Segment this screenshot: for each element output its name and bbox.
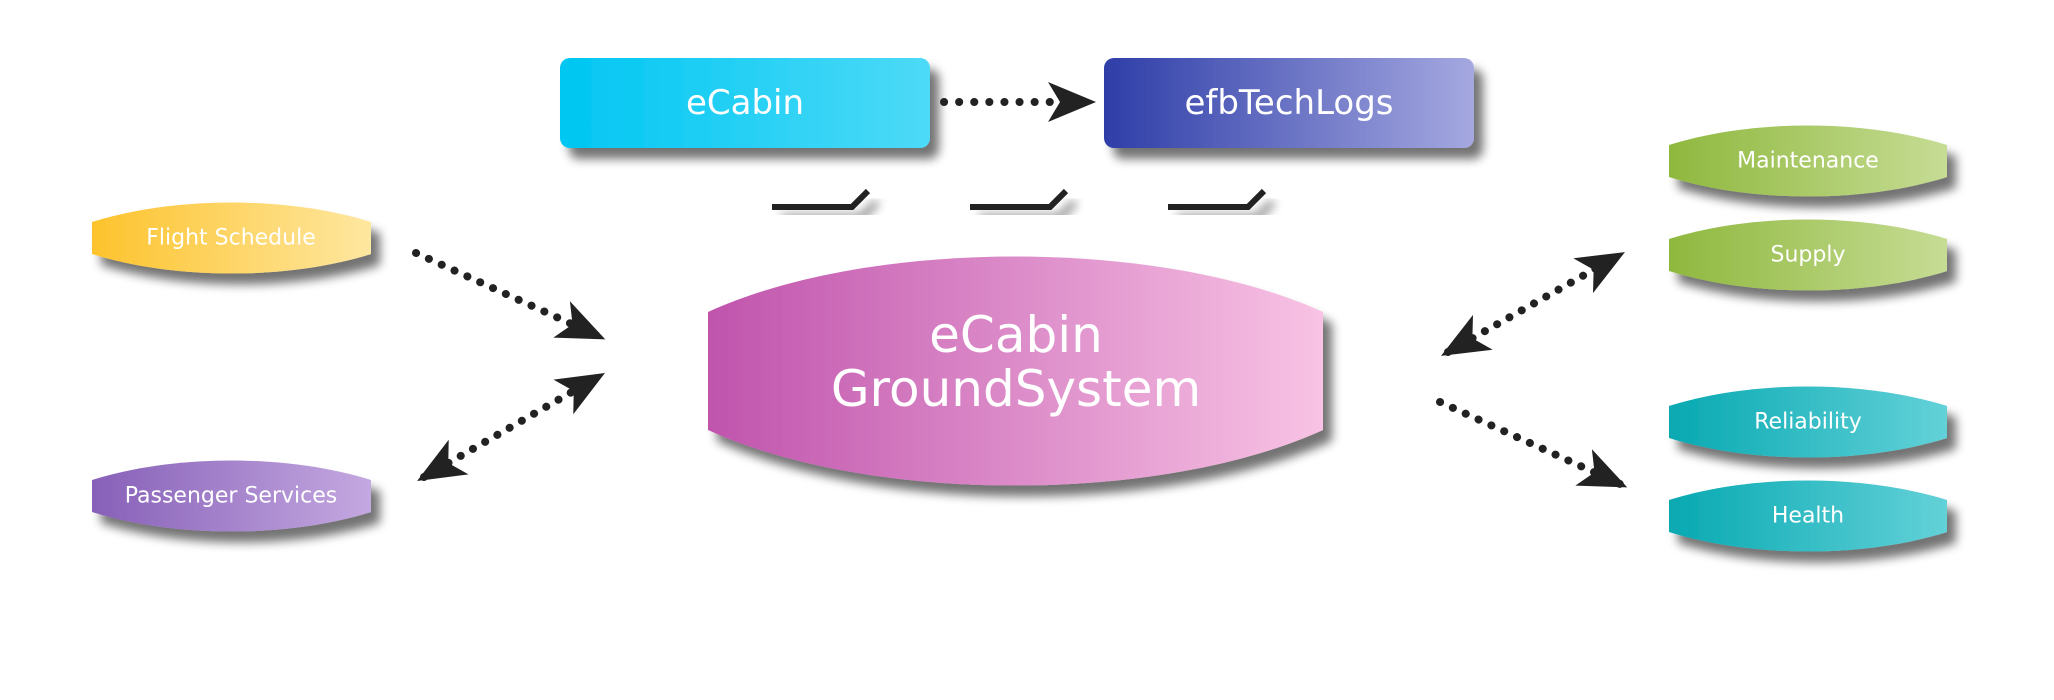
ground-system-shape xyxy=(708,256,1323,486)
reliability-node[interactable]: Reliability xyxy=(1669,386,1947,458)
flight-schedule-shape xyxy=(92,202,371,274)
passenger-services-shape xyxy=(92,460,371,532)
reliability-shape xyxy=(1669,386,1947,458)
connector-symbol-1 xyxy=(772,188,871,210)
passenger-services-node[interactable]: Passenger Services xyxy=(92,460,371,532)
ground-system-label-line1: eCabin xyxy=(929,306,1103,364)
health-shape xyxy=(1669,480,1947,552)
supply-label: Supply xyxy=(1771,243,1846,268)
efbtechlogs-label: efbTechLogs xyxy=(1184,83,1393,123)
ground-system-label-line2: GroundSystem xyxy=(831,360,1201,418)
ecabin-node[interactable]: eCabin xyxy=(560,58,930,148)
efbtechlogs-box xyxy=(1104,58,1474,148)
flight-schedule-node[interactable]: Flight Schedule xyxy=(92,202,371,274)
arrow-flight-schedule-to-ground-system xyxy=(412,249,606,340)
maintenance-label: Maintenance xyxy=(1737,149,1879,174)
ecabin-box xyxy=(560,58,930,148)
supply-node[interactable]: Supply xyxy=(1669,219,1947,291)
passenger-services-label: Passenger Services xyxy=(125,484,337,509)
ecabin-label: eCabin xyxy=(686,83,804,123)
maintenance-node[interactable]: Maintenance xyxy=(1669,125,1947,197)
supply-shape xyxy=(1669,219,1947,291)
flight-schedule-label: Flight Schedule xyxy=(146,226,316,251)
arrow-ground-system-supply xyxy=(1441,252,1625,356)
maintenance-shape xyxy=(1669,125,1947,197)
ground-system-node[interactable]: eCabin GroundSystem xyxy=(708,256,1323,486)
efbtechlogs-node[interactable]: efbTechLogs xyxy=(1104,58,1474,148)
connector-symbol-2 xyxy=(970,188,1069,210)
connector-symbols xyxy=(772,188,1267,210)
connector-symbol-3 xyxy=(1168,188,1267,210)
health-node[interactable]: Health xyxy=(1669,480,1947,552)
reliability-label: Reliability xyxy=(1754,410,1862,435)
arrow-ground-system-to-reliability xyxy=(1436,398,1628,488)
arrow-passenger-services-ground-system xyxy=(417,373,605,481)
health-label: Health xyxy=(1772,504,1844,529)
